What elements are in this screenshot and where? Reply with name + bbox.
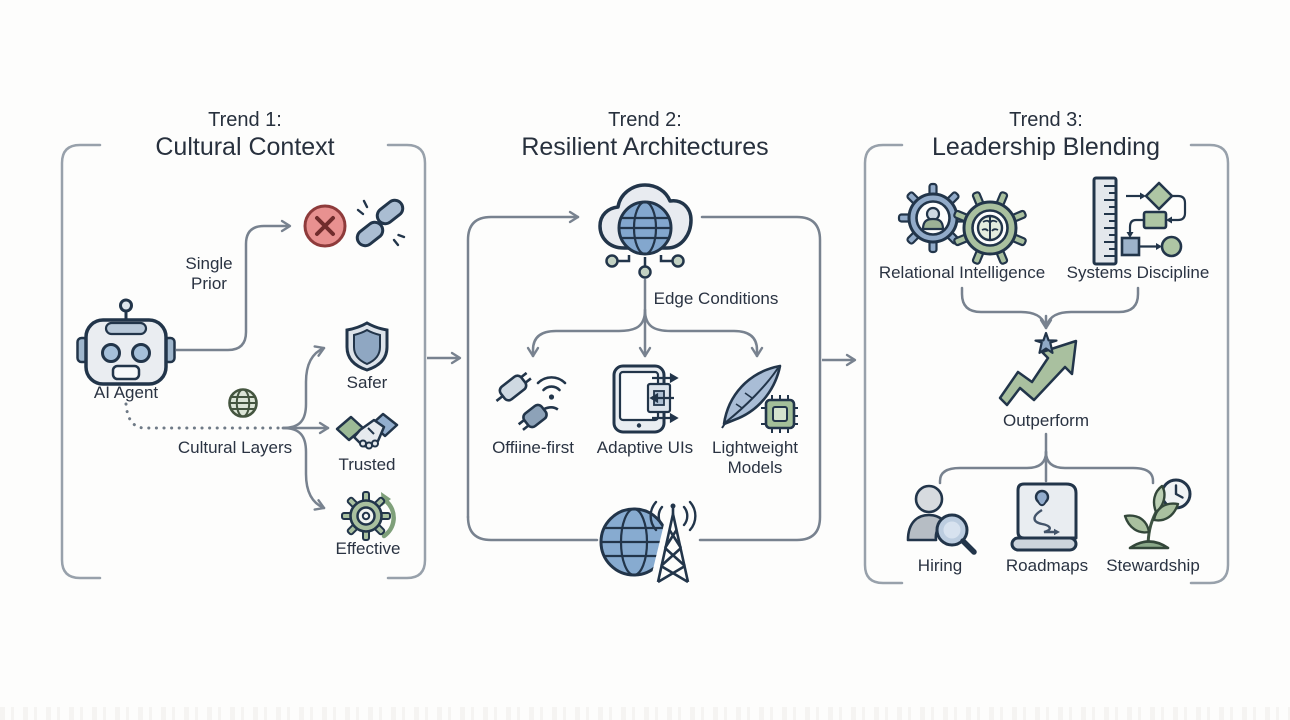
panel3-title: Trend 3: Leadership Blending [932, 107, 1160, 161]
broken-chain-icon [355, 198, 406, 248]
lightweight-models-line1: Lightweight [711, 438, 799, 457]
systems-discipline-label: Systems Discipline [1066, 263, 1210, 282]
handshake-icon [335, 412, 399, 450]
hiring-label: Hiring [917, 556, 963, 575]
panel1-frame [60, 143, 427, 580]
growth-arrow-star-icon [998, 331, 1078, 407]
relational-intelligence-label: Relational Intelligence [878, 263, 1046, 282]
panel2-title-line1: Trend 2: [608, 109, 682, 131]
trusted-label: Trusted [338, 455, 396, 474]
roadmaps-label: Roadmaps [1005, 556, 1089, 575]
error-x-icon [303, 204, 347, 248]
adaptive-uis-label: Adaptive UIs [596, 438, 694, 457]
scroll-route-icon [1010, 482, 1078, 552]
ai-agent-label: AI Agent [93, 383, 159, 402]
shield-icon [345, 321, 389, 372]
feather-chip-icon [721, 364, 798, 433]
edge-conditions-label: Edge Conditions [653, 289, 779, 308]
ruler-flowchart-icon [1092, 176, 1187, 266]
single-prior-line1: Single [185, 254, 233, 273]
tablet-sync-icon [612, 364, 679, 434]
edge-conditions-fork [526, 278, 764, 358]
panel2-title-line2: Resilient Architectures [521, 133, 769, 161]
single-prior-arrow [176, 219, 292, 352]
outperform-label: Outperform [1003, 411, 1089, 430]
outperform-fork [938, 432, 1155, 485]
panel1-title-line1: Trend 1: [208, 109, 282, 131]
unplugged-wifi-icon [495, 371, 567, 431]
globe-icon [228, 388, 258, 418]
panel1-title: Trend 1: Cultural Context [155, 107, 334, 161]
single-prior-label: Single Prior [185, 254, 232, 294]
offline-first-label: Offiine-first [492, 438, 574, 457]
cloud-network-icon [598, 183, 693, 279]
leadership-converge [960, 286, 1140, 330]
person-magnifier-icon [906, 484, 977, 555]
single-prior-line2: Prior [191, 274, 227, 293]
cultural-layers-fork [281, 345, 330, 511]
panel2-title: Trend 2: Resilient Architectures [521, 107, 768, 161]
globe-antenna-icon [599, 500, 697, 584]
panel3-title-line1: Trend 3: [1009, 109, 1083, 131]
dual-gears-icon [897, 182, 1027, 265]
lightweight-models-label: Lightweight Models [712, 438, 798, 478]
bottom-artifact-strip [0, 707, 1290, 720]
panel2-loop [466, 210, 822, 542]
panel3-title-line2: Leadership Blending [932, 133, 1160, 161]
ai-robot-icon [76, 298, 176, 386]
gear-renewal-icon [341, 491, 396, 541]
effective-label: Effective [335, 539, 401, 558]
safer-label: Safer [346, 373, 388, 392]
panel3-frame [863, 143, 1230, 585]
sprout-clock-icon [1123, 478, 1192, 550]
panel1-title-line2: Cultural Context [155, 133, 335, 161]
lightweight-models-line2: Models [727, 458, 783, 477]
cultural-layers-label: Cultural Layers [177, 438, 293, 457]
stewardship-label: Stewardship [1106, 556, 1200, 575]
